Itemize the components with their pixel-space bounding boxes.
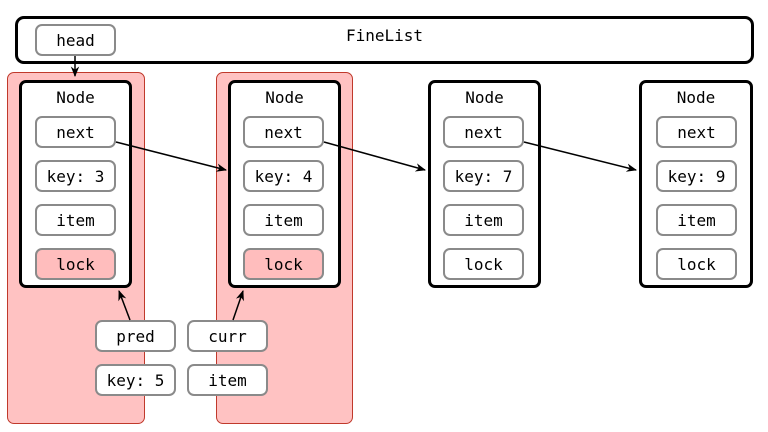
node-1-next-field[interactable]: next xyxy=(35,116,116,148)
node-2-title: Node xyxy=(265,88,304,107)
node-2-key-field: key: 4 xyxy=(243,160,324,192)
node-1-key-field: key: 3 xyxy=(35,160,116,192)
node-3-key-field: key: 7 xyxy=(443,160,524,192)
node-4-next-field[interactable]: next xyxy=(656,116,737,148)
curr-to-node-2-arrow xyxy=(232,290,244,321)
node-1-lock-field: lock xyxy=(35,248,116,280)
curr-field[interactable]: curr xyxy=(187,320,268,352)
finelist-container: FineList xyxy=(15,16,754,64)
node-3-next-arrow xyxy=(523,141,638,172)
node-4-key-field: key: 9 xyxy=(656,160,737,192)
node-1-next-arrow xyxy=(115,141,228,172)
curr-item-field: item xyxy=(187,364,268,396)
node-1-title: Node xyxy=(56,88,95,107)
node-2-item-field: item xyxy=(243,204,324,236)
node-3-item-field: item xyxy=(443,204,524,236)
pred-field[interactable]: pred xyxy=(95,320,176,352)
node-4-lock-field: lock xyxy=(656,248,737,280)
node-4-item-field: item xyxy=(656,204,737,236)
head-field[interactable]: head xyxy=(35,24,116,56)
finelist-title: FineList xyxy=(345,26,424,45)
node-2-next-field[interactable]: next xyxy=(243,116,324,148)
node-1-item-field: item xyxy=(35,204,116,236)
node-3-title: Node xyxy=(465,88,504,107)
node-2-lock-field: lock xyxy=(243,248,324,280)
pred-key-field: key: 5 xyxy=(95,364,176,396)
node-4-title: Node xyxy=(676,88,716,107)
node-3-lock-field: lock xyxy=(443,248,524,280)
node-2-next-arrow xyxy=(323,141,427,172)
node-3-next-field[interactable]: next xyxy=(443,116,524,148)
pred-to-node-1-arrow xyxy=(118,290,131,321)
